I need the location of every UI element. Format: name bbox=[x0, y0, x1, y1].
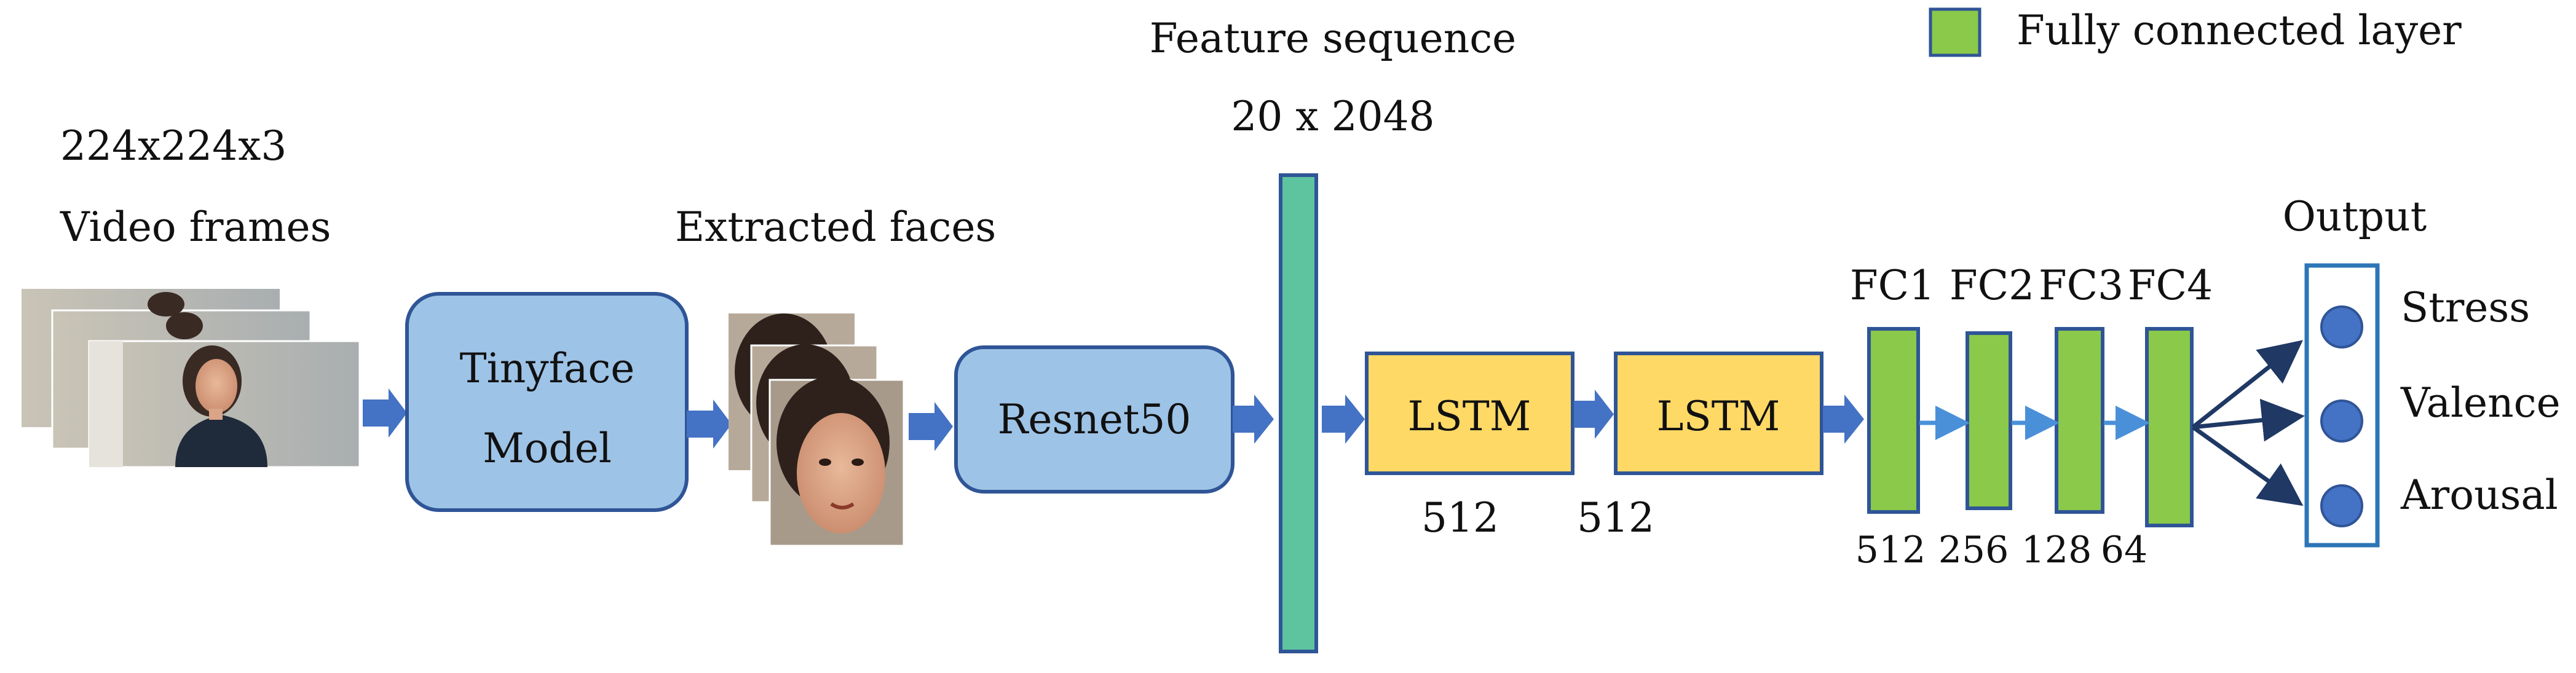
lstm-1-box bbox=[1365, 352, 1574, 475]
feature-sequence-bar bbox=[1279, 173, 1318, 653]
fc2-label: FC2 bbox=[1950, 262, 2034, 309]
arrow-lstm2-to-fc1 bbox=[1823, 395, 1864, 444]
fc3-bar bbox=[2055, 327, 2104, 514]
lstm-2-units: 512 bbox=[1577, 494, 1654, 541]
arrow-tinyface-to-faces bbox=[687, 399, 732, 449]
feature-sequence-size: 20 x 2048 bbox=[1231, 93, 1434, 140]
feature-sequence-title: Feature sequence bbox=[1150, 15, 1516, 62]
fc1-bar bbox=[1867, 327, 1920, 514]
output-title: Output bbox=[2283, 193, 2427, 240]
fc4-units: 64 bbox=[2101, 529, 2147, 572]
fc1-units: 512 bbox=[1855, 529, 1926, 572]
fc3-label: FC3 bbox=[2039, 262, 2124, 309]
output-label-stress: Stress bbox=[2401, 284, 2530, 331]
output-node-valence bbox=[2320, 399, 2363, 443]
input-title: Video frames bbox=[60, 203, 331, 251]
resnet50-label: Resnet50 bbox=[998, 396, 1191, 443]
legend-label: Fully connected layer bbox=[2017, 7, 2462, 54]
arrow-frames-to-tinyface bbox=[363, 388, 407, 438]
arrow-fc4-to-stress bbox=[2191, 340, 2303, 429]
lstm-1-label: LSTM bbox=[1408, 393, 1531, 440]
lstm-1-units: 512 bbox=[1421, 494, 1499, 541]
tinyface-model-box bbox=[405, 292, 689, 512]
arrow-fc4-to-arousal bbox=[2191, 425, 2304, 506]
output-node-stress bbox=[2320, 305, 2363, 348]
output-label-valence: Valence bbox=[2400, 379, 2561, 427]
fc3-units: 128 bbox=[2021, 529, 2092, 572]
legend-swatch bbox=[1929, 7, 1981, 57]
fc4-label: FC4 bbox=[2128, 262, 2213, 309]
arrow-resnet-to-feature bbox=[1233, 395, 1274, 444]
faces-title: Extracted faces bbox=[675, 203, 996, 251]
fc2-bar bbox=[1966, 331, 2012, 510]
arrow-feature-to-lstm1 bbox=[1322, 395, 1365, 444]
fc2-units: 256 bbox=[1938, 529, 2009, 572]
arrow-faces-to-resnet bbox=[909, 402, 953, 451]
video-frames-image bbox=[22, 289, 361, 468]
arrow-lstm1-to-lstm2 bbox=[1574, 390, 1614, 439]
lstm-2-box bbox=[1614, 352, 1823, 475]
input-size-label: 224x224x3 bbox=[60, 122, 286, 170]
tinyface-label-line2: Model bbox=[483, 425, 612, 472]
lstm-2-label: LSTM bbox=[1657, 393, 1780, 440]
output-label-arousal: Arousal bbox=[2400, 471, 2558, 519]
extracted-faces-image bbox=[729, 313, 905, 547]
fc4-bar bbox=[2145, 327, 2194, 527]
tinyface-label-line1: Tinyface bbox=[460, 345, 635, 392]
arrow-fc4-to-valence bbox=[2192, 398, 2305, 442]
output-node-arousal bbox=[2320, 484, 2363, 527]
fc1-label: FC1 bbox=[1850, 262, 1935, 309]
